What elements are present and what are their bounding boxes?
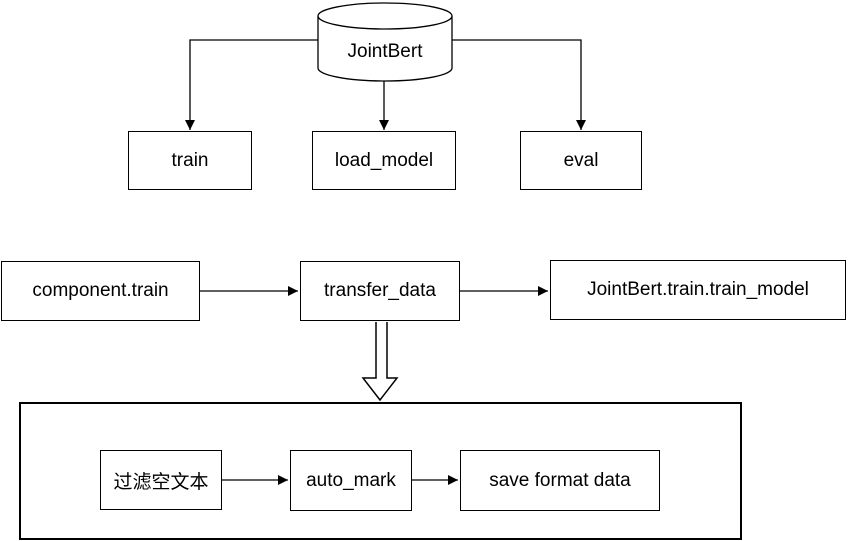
process-container-box [19,402,742,540]
database-cylinder-shape [317,2,453,82]
eval-box: eval [520,131,642,190]
save-format-data-box: save format data [460,450,660,511]
train-box-label: train [171,149,209,171]
filter-empty-text-box: 过滤空文本 [100,450,222,510]
database-label: JointBert [347,41,423,62]
component-train-box-label: component.train [32,280,169,301]
component-train-box: component.train [1,261,200,321]
auto-mark-box-label: auto_mark [306,469,396,491]
train-box: train [128,131,252,190]
jointbert-train-model-box-label: JointBert.train.train_model [587,279,809,300]
save-format-data-box-label: save format data [489,469,631,491]
jointbert-train-model-box: JointBert.train.train_model [550,260,846,320]
load-model-box: load_model [312,131,456,190]
eval-box-label: eval [563,149,599,171]
connector-db-to-eval [452,39,586,130]
transfer-data-box-label: transfer_data [324,280,436,301]
load-model-box-label: load_model [334,149,434,171]
filter-empty-text-box-label: 过滤空文本 [113,471,209,493]
transfer-data-box: transfer_data [300,261,460,321]
block-arrow-down [361,322,399,402]
connector-db-to-train [185,39,318,130]
auto-mark-box: auto_mark [290,450,412,511]
